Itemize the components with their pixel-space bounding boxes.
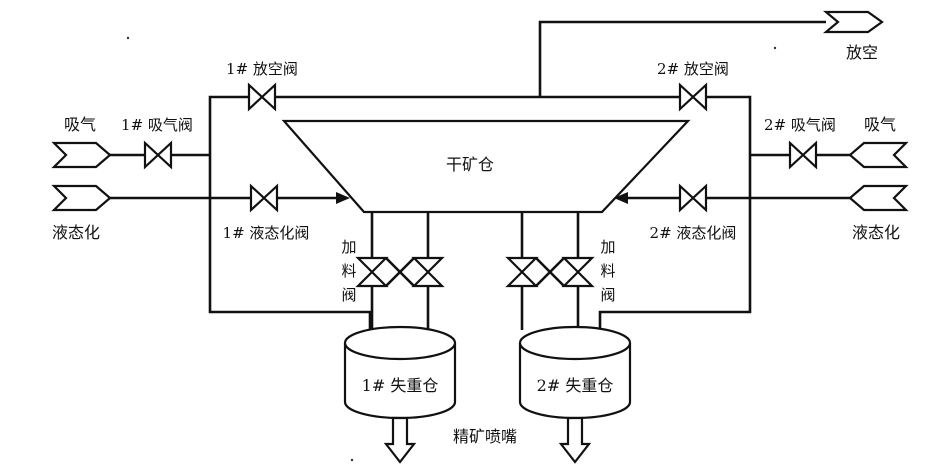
dry-ore-bin: [281, 119, 691, 214]
left-fluidize-inlet: [51, 184, 112, 212]
weigh-bin-1-label: 1# 失重仓: [362, 376, 439, 395]
dry-ore-bin-label: 干矿仓: [446, 155, 494, 174]
left-suction-inlet: [51, 141, 112, 169]
right-fluidize-arrow: [614, 192, 628, 204]
suction-valve-1[interactable]: [143, 140, 173, 170]
fluidize-valve-1-label: 1# 液态化阀: [223, 224, 310, 242]
vent-outlet-chevron: [822, 10, 884, 34]
vent-valve-1[interactable]: [247, 82, 277, 112]
right-fluidize-inlet: [848, 184, 909, 212]
suction-valve-1-label: 1# 吸气阀: [121, 116, 193, 134]
fluidize-valve-1[interactable]: [249, 183, 279, 213]
left-return-pipe: [208, 155, 372, 330]
feed-valve-right-label: 加 料 阀: [600, 238, 615, 304]
left-suction-label: 吸气: [64, 115, 96, 134]
right-fluidize-label: 液态化: [852, 223, 900, 242]
right-suction-inlet: [848, 141, 909, 169]
feed-valve-left-char-3: 阀: [341, 286, 356, 304]
speck-dot: [350, 458, 354, 462]
suction-valve-2[interactable]: [788, 140, 818, 170]
speck-dot: [773, 46, 777, 50]
feed-valve-right[interactable]: [505, 256, 595, 288]
left-fluidize-arrow: [336, 192, 350, 204]
feed-valve-left-char-2: 料: [341, 262, 356, 280]
right-suction-label: 吸气: [864, 115, 896, 134]
right-vent-pipe: [540, 95, 752, 155]
feed-valve-right-char-1: 加: [600, 238, 615, 256]
vent-valve-2-label: 2# 放空阀: [657, 60, 729, 78]
weigh-bin-2-label: 2# 失重仓: [537, 376, 614, 395]
feed-valve-left[interactable]: [355, 256, 445, 288]
fluidize-valve-2-label: 2# 液态化阀: [650, 224, 737, 242]
vent-outlet-label: 放空: [846, 43, 878, 62]
left-vent-pipe: [208, 95, 540, 155]
weigh-bin-2: 2# 失重仓: [518, 325, 632, 420]
feed-valve-left-char-1: 加: [341, 238, 356, 256]
outlet-arrow-2: [558, 416, 592, 464]
feed-valve-right-char-3: 阀: [600, 286, 615, 304]
fluidize-valve-2[interactable]: [678, 183, 708, 213]
vent-riser-pipe: [538, 20, 826, 97]
left-fluidize-label: 液态化: [52, 223, 100, 242]
suction-valve-2-label: 2# 吸气阀: [764, 116, 836, 134]
feed-valve-left-label: 加 料 阀: [341, 238, 356, 304]
outlet-arrow-1: [383, 416, 417, 464]
weigh-bin-1: 1# 失重仓: [343, 325, 457, 420]
feed-valve-right-char-2: 料: [600, 262, 615, 280]
nozzle-label: 精矿喷嘴: [453, 427, 517, 446]
vent-valve-1-label: 1# 放空阀: [226, 60, 298, 78]
speck-dot: [126, 36, 130, 40]
vent-valve-2[interactable]: [678, 82, 708, 112]
right-return-pipe: [598, 155, 752, 330]
